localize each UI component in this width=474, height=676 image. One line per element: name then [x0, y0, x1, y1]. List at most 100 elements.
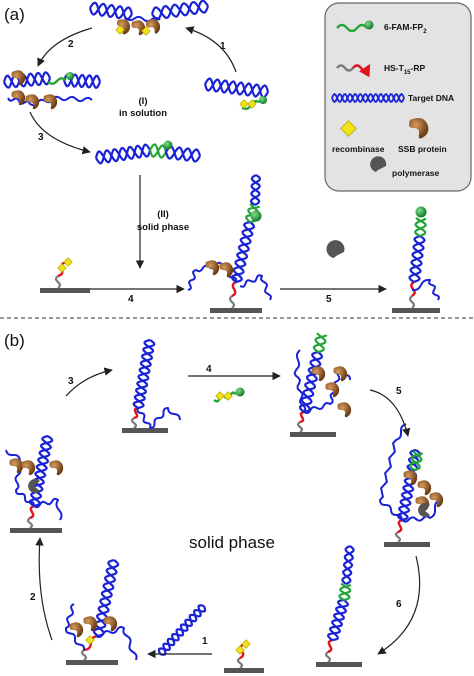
- dna-strand: [65, 603, 85, 650]
- recombinase-icon: [63, 257, 73, 267]
- step-a2: 2: [68, 39, 74, 50]
- step-b6: 6: [396, 599, 402, 610]
- fam-dot: [259, 96, 267, 104]
- dna-strand: [412, 279, 440, 301]
- red-primer: [299, 410, 305, 424]
- surface-product-a: [392, 206, 440, 313]
- red-primer: [327, 638, 333, 654]
- dna-strand-b: [150, 0, 210, 20]
- phase-solution-num: (I): [139, 96, 148, 107]
- dna-complex-top: [88, 0, 210, 36]
- dna-strand: [379, 423, 407, 521]
- step-b4: 4: [206, 364, 212, 375]
- dna-strand: [293, 349, 307, 413]
- dna-strand-b: [338, 582, 352, 601]
- ssb-icon: [325, 382, 340, 398]
- surface-complex-b-right: [379, 423, 444, 547]
- target-dna-icon: [331, 92, 405, 104]
- dna-strand-b: [149, 143, 167, 159]
- surface-complex-b-bot1: [65, 558, 138, 665]
- linker-strand: [26, 517, 34, 529]
- dna-strand-b: [414, 217, 427, 237]
- polymerase-icon: [370, 156, 387, 172]
- step-b2: 2: [30, 592, 36, 603]
- ssb-icon: [11, 90, 26, 106]
- linker-strand: [236, 657, 244, 669]
- dna-strand-b: [249, 174, 262, 206]
- hs-primer-icon: [352, 63, 371, 78]
- ssb-icon: [337, 402, 352, 418]
- linker-strand: [408, 295, 416, 309]
- step-a1: 1: [220, 41, 226, 52]
- legend-target-label: Target DNA: [408, 93, 454, 103]
- arrow-step-3: [29, 111, 91, 155]
- dna-strand: [125, 15, 161, 23]
- fam-dot: [415, 206, 427, 218]
- surface-primer-a: [40, 257, 90, 293]
- red-primer: [397, 518, 403, 534]
- step-a4: 4: [128, 294, 134, 305]
- red-primer: [231, 280, 237, 298]
- panel-a-label: (a): [4, 5, 25, 24]
- surface-plate: [290, 432, 336, 437]
- dna-strand-b: [2, 71, 52, 89]
- dna-strand-b: [92, 559, 120, 637]
- arrow-step-2: [37, 27, 93, 67]
- ssb-icon: [43, 94, 58, 110]
- surface-plate: [10, 528, 62, 533]
- dna-strand-b: [89, 1, 134, 20]
- ssb-icon: [219, 262, 234, 278]
- recombinase-icon: [223, 391, 233, 401]
- dna-strand-b: [327, 599, 349, 641]
- target-dna-right: [203, 77, 270, 110]
- recombinase-icon: [340, 120, 357, 137]
- phase-solid-text: solid phase: [137, 222, 189, 233]
- recombinase-icon: [115, 25, 125, 35]
- dna-complex-left: [2, 70, 102, 110]
- fam-primer-recombinase: [213, 387, 245, 403]
- arrow-step-1: [185, 26, 237, 73]
- linker-strand: [394, 531, 402, 543]
- legend-fam-label: 6-FAM-FP2: [384, 22, 427, 35]
- legend-hs-label: HS-T15-RP: [384, 63, 426, 76]
- step-b5: 5: [396, 386, 402, 397]
- ssb-icon: [9, 458, 24, 474]
- ssb-icon: [311, 366, 326, 382]
- red-primer: [133, 406, 139, 420]
- legend-polymerase-label: polymerase: [392, 168, 440, 178]
- linker-strand: [228, 295, 236, 309]
- ssb-icon: [403, 470, 418, 486]
- ssb-icon: [116, 19, 131, 35]
- surface-primer-b-bot2: [224, 639, 264, 673]
- fam-primer-recombinase: [239, 96, 267, 110]
- fam-dot: [250, 210, 262, 222]
- recombinase-icon: [141, 26, 151, 36]
- surface-plate: [224, 668, 264, 673]
- dna-strand-b: [231, 221, 255, 283]
- ssb-icon: [409, 118, 429, 139]
- dna-strand-a: [88, 2, 133, 21]
- surface-plate: [122, 428, 168, 433]
- dna-strand-b: [94, 143, 151, 164]
- ssb-icon: [417, 480, 432, 496]
- ssb-icon: [49, 460, 64, 476]
- fam-dot-icon: [364, 20, 374, 30]
- dna-strand-b: [312, 332, 327, 353]
- recombinase-icon: [239, 99, 249, 109]
- step-b1: 1: [202, 636, 208, 647]
- linker-strand: [130, 417, 138, 429]
- ssb-icon: [429, 492, 444, 508]
- surface-plate: [316, 662, 362, 667]
- surface-product-b-bot3: [316, 544, 362, 667]
- dna-strand: [136, 407, 181, 429]
- linker-strand: [296, 421, 304, 433]
- legend: 6-FAM-FP2 HS-T15-RP Target DNA recombina…: [324, 2, 472, 192]
- recombinase-icon: [57, 263, 67, 273]
- dna-strand-b: [165, 145, 201, 163]
- dna-strand-b: [408, 235, 426, 283]
- polymerase-icon: [326, 240, 345, 258]
- arrow-step-5b: [369, 389, 411, 437]
- surface-plate: [40, 288, 90, 293]
- ssb-icon: [69, 622, 84, 638]
